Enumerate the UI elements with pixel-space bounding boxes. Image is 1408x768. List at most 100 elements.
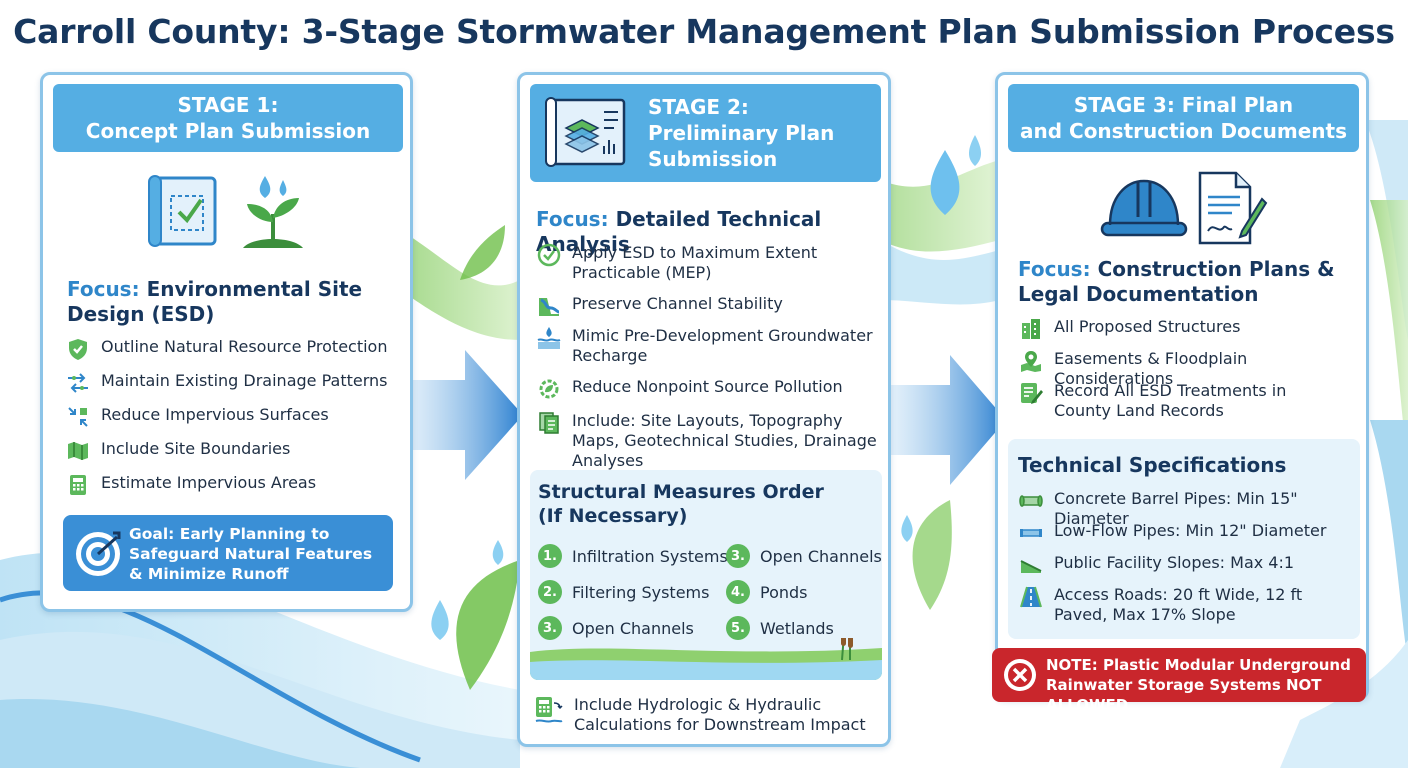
list-item: Include: Site Layouts, Topography Maps, …	[536, 411, 886, 471]
measure-item: 2. Filtering Systems	[538, 580, 709, 604]
stage3-focus-text: Construction Plans & Legal Documentation	[1018, 257, 1335, 306]
arrow-stage2-to-stage3	[870, 355, 1006, 485]
list-item-text: Reduce Impervious Surfaces	[101, 405, 329, 424]
spec-item: Low-Flow Pipes: Min 12" Diameter	[1018, 521, 1326, 545]
list-item: Apply ESD to Maximum Extent Practicable …	[536, 243, 856, 283]
plant-water-icon	[243, 176, 303, 248]
shield-check-icon	[65, 337, 91, 361]
list-item: Reduce Impervious Surfaces	[65, 405, 329, 429]
stage1-focus: Focus: Environmental Site Design (ESD)	[67, 277, 387, 327]
list-item: Record All ESD Treatments in County Land…	[1018, 381, 1348, 421]
hard-hat-icon	[1100, 179, 1188, 237]
list-item: Mimic Pre-Development Groundwater Rechar…	[536, 326, 876, 366]
list-item-text: Reduce Nonpoint Source Pollution	[572, 377, 843, 396]
measure-number: 1.	[538, 544, 562, 568]
spec-item: Concrete Barrel Pipes: Min 15" Diameter	[1018, 489, 1360, 529]
measure-text: Ponds	[760, 582, 808, 602]
measure-item: 5.Wetlands	[726, 616, 834, 640]
list-item: Estimate Impervious Areas	[65, 473, 316, 497]
stage2-focus: Focus: Detailed Technical Analysis	[536, 207, 886, 257]
list-item: Include Site Boundaries	[65, 439, 290, 463]
goal-box: Goal: Early Planning to Safeguard Natura…	[63, 515, 393, 591]
spec-item-text: Concrete Barrel Pipes: Min 15" Diameter	[1054, 489, 1298, 528]
list-item-text: Record All ESD Treatments in County Land…	[1054, 381, 1287, 420]
gear-leaf-icon	[536, 377, 562, 401]
list-item: Preserve Channel Stability	[536, 294, 783, 318]
stage1-header: STAGE 1: Concept Plan Submission	[53, 84, 403, 152]
slope-icon	[1018, 553, 1044, 577]
calculator-water-icon	[534, 695, 564, 727]
list-item: Maintain Existing Drainage Patterns	[65, 371, 387, 395]
list-item-text: Maintain Existing Drainage Patterns	[101, 371, 388, 390]
signed-document-icon	[1198, 171, 1268, 245]
flow-arrows-icon	[65, 371, 91, 395]
stage1-card: STAGE 1: Concept Plan Submission Focus: …	[40, 72, 413, 612]
pipe-icon	[1018, 521, 1044, 545]
measure-number: 2.	[538, 580, 562, 604]
list-item-text: Include Site Boundaries	[101, 439, 291, 458]
stage3-header-line2: and Construction Documents	[1020, 119, 1347, 143]
target-icon	[76, 531, 121, 576]
building-icon	[1018, 317, 1044, 341]
note-box: NOTE: Plastic Modular Underground Rainwa…	[992, 648, 1366, 714]
layers-blueprint-icon	[545, 97, 626, 167]
measure-number: 5.	[726, 616, 750, 640]
spec-item-text: Public Facility Slopes: Max 4:1	[1054, 553, 1295, 572]
measure-number: 3.	[726, 544, 750, 568]
technical-specifications-box: Technical Specifications Concrete Barrel…	[1008, 439, 1360, 639]
measure-text: Filtering Systems	[572, 582, 710, 602]
measures-title-line1: Structural Measures Order	[538, 481, 824, 503]
list-item-text: All Proposed Structures	[1054, 317, 1241, 336]
measure-text: Open Channels	[760, 546, 882, 566]
measure-number: 4.	[726, 580, 750, 604]
measure-item: 3. Open Channels	[538, 616, 694, 640]
spec-item: Public Facility Slopes: Max 4:1	[1018, 553, 1294, 577]
stage2-header-line3: Submission	[648, 147, 778, 171]
x-circle-icon	[1004, 659, 1036, 691]
stage2-header-line2: Preliminary Plan	[648, 121, 835, 145]
stage3-card: STAGE 3: Final Plan and Construction Doc…	[992, 72, 1369, 714]
measure-text: Infiltration Systems	[572, 546, 728, 566]
bottom-item-text: Include Hydrologic & Hydraulic Calculati…	[574, 695, 866, 734]
list-item-text: Include: Site Layouts, Topography Maps, …	[572, 411, 877, 470]
list-item-text: Outline Natural Resource Protection	[101, 337, 388, 356]
documents-icon	[536, 411, 562, 435]
spec-item: Access Roads: 20 ft Wide, 12 ft Paved, M…	[1018, 585, 1348, 625]
pond-landscape-illustration	[530, 638, 882, 680]
stage2-focus-text: Detailed Technical Analysis	[536, 207, 822, 256]
spec-title: Technical Specifications	[1018, 453, 1287, 477]
blueprint-icon	[148, 175, 217, 247]
channel-icon	[536, 294, 562, 318]
structural-measures-box: Structural Measures Order (If Necessary)…	[530, 470, 882, 680]
stage3-header-line1: STAGE 3: Final Plan	[1073, 93, 1294, 117]
list-item-text: Apply ESD to Maximum Extent Practicable …	[572, 243, 818, 282]
map-pin-icon	[1018, 349, 1044, 373]
measures-title-line2: (If Necessary)	[538, 505, 688, 527]
barrel-pipe-icon	[1018, 489, 1044, 513]
measure-item: 4. Ponds	[726, 580, 808, 604]
arrow-stage1-to-stage2	[385, 350, 523, 480]
list-item-text: Preserve Channel Stability	[572, 294, 783, 313]
note-text: NOTE: Plastic Modular Underground Rainwa…	[1046, 656, 1351, 714]
shrink-arrows-icon	[65, 405, 91, 429]
stage2-focus-label: Focus:	[536, 207, 609, 231]
measure-number: 3.	[538, 616, 562, 640]
check-circle-icon	[536, 243, 562, 267]
measure-text: Open Channels	[572, 618, 694, 638]
list-item: All Proposed Structures	[1018, 317, 1240, 341]
stage1-header-line2: Concept Plan Submission	[85, 119, 371, 143]
groundwater-icon	[536, 326, 562, 350]
page-title: Carroll County: 3-Stage Stormwater Manag…	[13, 12, 1395, 51]
stage1-focus-text: Environmental Site Design (ESD)	[67, 277, 363, 326]
map-icon	[65, 439, 91, 463]
stage3-focus: Focus: Construction Plans & Legal Docume…	[1018, 257, 1348, 307]
stage2-header: STAGE 2: Preliminary Plan Submission	[530, 84, 881, 182]
record-icon	[1018, 381, 1044, 405]
goal-text: Goal: Early Planning to Safeguard Natura…	[129, 525, 373, 583]
measure-item: 1. Infiltration Systems	[538, 544, 728, 568]
stage3-focus-label: Focus:	[1018, 257, 1091, 281]
stage3-header: STAGE 3: Final Plan and Construction Doc…	[1008, 84, 1359, 152]
list-item: Reduce Nonpoint Source Pollution	[536, 377, 843, 401]
list-item: Include Hydrologic & Hydraulic Calculati…	[534, 695, 874, 735]
